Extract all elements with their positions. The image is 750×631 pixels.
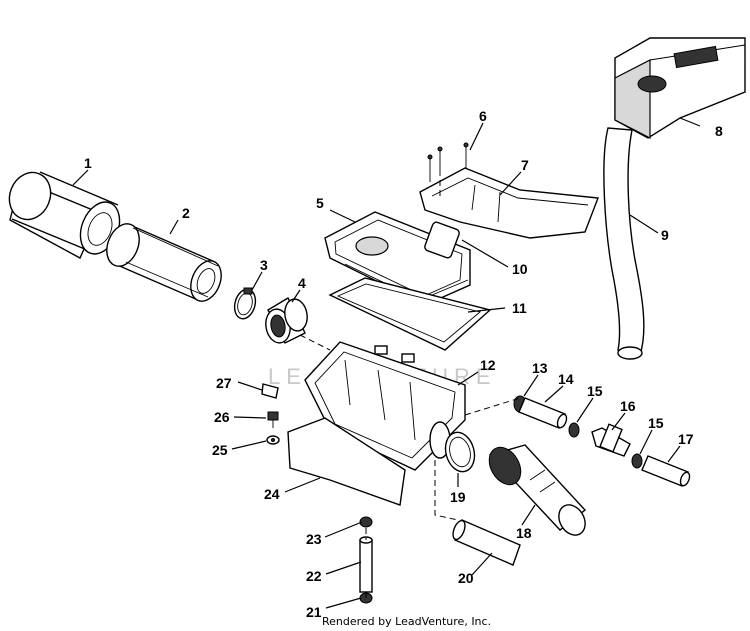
part-27-clip <box>261 383 279 399</box>
callout-23: 23 <box>306 531 322 547</box>
callout-2: 2 <box>182 205 190 221</box>
part-26-bolt <box>267 411 279 428</box>
part-2-filter-element <box>106 223 222 302</box>
callout-16: 16 <box>620 398 636 414</box>
callout-26: 26 <box>214 409 230 425</box>
callout-9: 9 <box>661 227 669 243</box>
part-17-tube <box>641 455 691 487</box>
part-14-hose <box>518 397 568 429</box>
part-25-washer <box>266 435 280 445</box>
part-16-valve <box>591 423 631 457</box>
part-8-intake-block <box>614 37 746 139</box>
callout-5: 5 <box>316 195 324 211</box>
callout-25: 25 <box>212 442 228 458</box>
part-5-lid <box>324 211 471 306</box>
callout-4: 4 <box>298 275 306 291</box>
part-15-clamp-b <box>631 453 643 469</box>
callout-27: 27 <box>216 375 232 391</box>
credit-text: Rendered by LeadVenture, Inc. <box>322 615 491 628</box>
callout-6: 6 <box>479 108 487 124</box>
callout-15-a: 15 <box>587 383 603 399</box>
assembly-lines <box>299 180 521 598</box>
leader-lines <box>72 117 701 609</box>
callout-14: 14 <box>558 371 574 387</box>
callout-7: 7 <box>521 157 529 173</box>
part-1-prefilter <box>8 171 121 259</box>
callout-1: 1 <box>84 155 92 171</box>
callout-18: 18 <box>516 525 532 541</box>
callout-13: 13 <box>532 360 548 376</box>
callout-19: 19 <box>450 489 466 505</box>
callout-20: 20 <box>458 570 474 586</box>
part-19-o-ring <box>444 431 476 473</box>
part-7-duct <box>419 167 599 239</box>
callout-11: 11 <box>512 300 527 316</box>
part-20-tube <box>452 519 521 566</box>
part-12-airbox <box>304 341 466 471</box>
callout-12: 12 <box>480 357 496 373</box>
part-15-clamp-a <box>568 422 580 438</box>
part-6-screws <box>427 142 469 182</box>
callout-3: 3 <box>260 257 268 273</box>
callout-17: 17 <box>678 431 694 447</box>
part-24-side-panel <box>287 417 406 506</box>
callout-21: 21 <box>306 604 322 620</box>
part-18-outlet-boot <box>488 444 587 536</box>
part-4-adapter <box>265 297 308 344</box>
callout-10: 10 <box>512 261 528 277</box>
callout-15-b: 15 <box>648 415 664 431</box>
callouts: 1 2 3 4 5 6 7 8 9 10 11 12 13 14 15 16 1… <box>84 108 723 620</box>
callout-22: 22 <box>306 568 322 584</box>
part-11-gasket <box>328 277 492 351</box>
part-3-clamp <box>233 287 257 320</box>
callout-8: 8 <box>715 123 723 139</box>
callout-24: 24 <box>264 486 280 502</box>
part-9-intake-tube <box>603 127 645 360</box>
part-23-clamp <box>359 516 373 528</box>
part-22-hose <box>359 536 373 593</box>
